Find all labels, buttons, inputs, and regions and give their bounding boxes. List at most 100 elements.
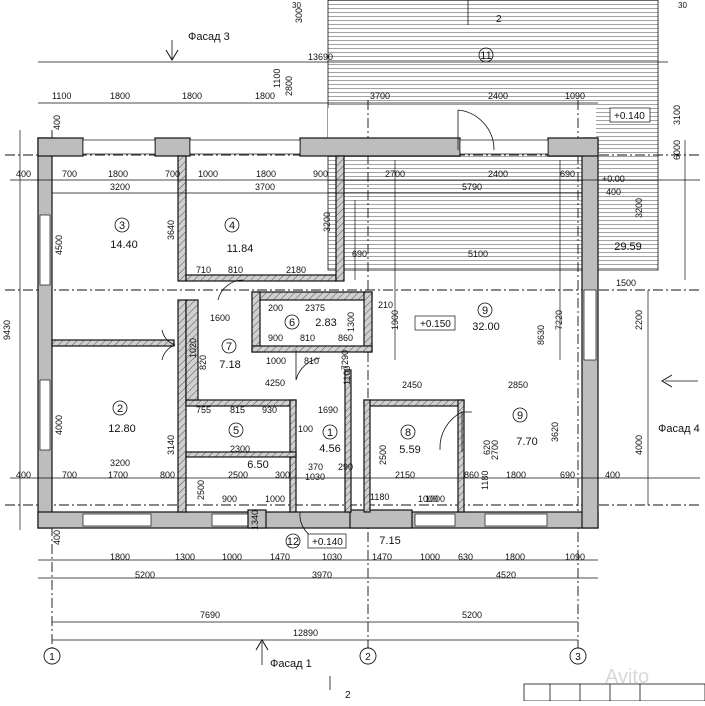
inner-dim: 1030: [305, 472, 325, 482]
inner-dim: 810: [304, 356, 319, 366]
room-3-number: 3: [119, 220, 125, 232]
inner-dim: 100: [298, 424, 313, 434]
dim-overall-bottom: 12890: [293, 628, 318, 638]
inner-dim: 755: [196, 405, 211, 415]
room-7-number: 7: [226, 341, 232, 353]
outer-walls: [37, 137, 599, 529]
doors: [161, 109, 495, 541]
inner-dim: 3640: [166, 220, 176, 240]
dim-bot2-4: 1470: [270, 552, 290, 562]
axis-1-label: 1: [49, 652, 55, 663]
level-ground: +0.00: [602, 174, 625, 184]
room-5-number: 5: [233, 425, 239, 437]
dim-right-2: 3200: [634, 198, 644, 218]
dim-top-row-3: 1800: [182, 91, 202, 101]
dim-bot1-3: 1700: [108, 470, 128, 480]
inner-dim: 2800: [284, 76, 294, 96]
dim-right-3: 2200: [634, 310, 644, 330]
room-6-area: 2.83: [315, 317, 336, 329]
dim-top-overall: 13690: [308, 52, 333, 62]
dim-top3-3: 5790: [462, 182, 482, 192]
inner-dim: 7220: [554, 310, 564, 330]
inner-dim: 8630: [536, 325, 546, 345]
dim-top2-10: 690: [560, 169, 575, 179]
room-labels: 3 14.40 4 11.84 9 32.00 6 2.83 7 7.18 2 …: [108, 47, 642, 549]
dim-top-row-5: 3700: [370, 91, 390, 101]
facade-top-label: Фасад 3: [188, 31, 230, 43]
dim-left-3: 4000: [54, 415, 64, 435]
dim-left-4: 400: [52, 530, 62, 545]
room-12-number: 12: [287, 536, 299, 548]
section-mark-bottom: 2: [345, 690, 351, 701]
interior-walls: [51, 155, 465, 513]
dim-top3-1: 3200: [110, 182, 130, 192]
room-1-area: 4.56: [319, 443, 340, 455]
dim-bot1-4: 800: [160, 470, 175, 480]
dim-right-4: 4000: [634, 435, 644, 455]
inner-dim: 1100: [272, 69, 282, 88]
room-8-area: 5.59: [399, 444, 420, 456]
dim-bot2-6: 1470: [372, 552, 392, 562]
watermark: Avito: [605, 666, 649, 688]
inner-dim: 3620: [550, 422, 560, 442]
dim-top2-2: 700: [62, 169, 77, 179]
inner-dim: 210: [378, 300, 393, 310]
inner-dim: 290: [338, 462, 353, 472]
room-10-area: 32.00: [472, 321, 500, 333]
dim-bot1-7: 2150: [395, 470, 415, 480]
dim-right-5: 1500: [616, 278, 636, 288]
dim-top2-3: 1800: [108, 169, 128, 179]
room-2-area: 12.80: [108, 423, 136, 435]
inner-dim: 860: [338, 333, 353, 343]
dim-top2-4: 700: [165, 169, 180, 179]
room-11-number: 11: [480, 50, 491, 62]
inner-dim: 1690: [318, 405, 338, 415]
room-4-number: 4: [229, 220, 235, 232]
inner-dim: 930: [262, 405, 277, 415]
dim-top2-9: 2400: [488, 169, 508, 179]
level-living: +0.150: [420, 319, 451, 330]
inner-dimension-texts: 3640 3200 2180 710 810 1600 200 2375 900…: [2, 8, 682, 530]
room-12-area: 7.15: [379, 535, 400, 547]
inner-dim: 370: [308, 462, 323, 472]
dim-top2-1: 400: [16, 169, 31, 179]
room-9-number: 9: [517, 410, 523, 422]
dim-bot3-4: 1090: [565, 552, 585, 562]
dim-bot2-3: 1000: [222, 552, 242, 562]
room-10-number: 9: [482, 305, 488, 317]
room-8-number: 8: [405, 427, 411, 439]
dim-bot3-3: 4520: [496, 570, 516, 580]
facade-right-label: Фасад 4: [658, 423, 700, 435]
dim-bot2-1: 1800: [110, 552, 130, 562]
inner-dim: 3200: [322, 212, 332, 232]
inner-dim: 2500: [228, 470, 248, 480]
inner-dim: 200: [268, 303, 283, 313]
inner-dim: 2500: [196, 480, 206, 500]
inner-dim: 620: [482, 440, 492, 455]
dimension-lines: [10, 61, 700, 641]
dim-top2-8: 2700: [385, 169, 405, 179]
room-7-area: 7.18: [219, 359, 240, 371]
inner-dim: 3140: [166, 435, 176, 455]
inner-dim: 900: [268, 333, 283, 343]
room-3-area: 14.40: [110, 239, 138, 251]
axis-2-label: 2: [365, 652, 371, 663]
room-5-area: 6.50: [247, 459, 268, 471]
dim-top-row-6: 2400: [488, 91, 508, 101]
dim-right-1: 6000: [672, 140, 682, 160]
inner-dim: 1100: [342, 366, 352, 385]
inner-dim: 1340: [250, 510, 260, 530]
axis-bubbles: 1 2 3: [43, 647, 587, 665]
inner-dim: 2850: [508, 380, 528, 390]
dim-left-2: 4500: [54, 235, 64, 255]
dim-bot2-7: 1000: [420, 552, 440, 562]
inner-dim: 2375: [305, 303, 325, 313]
terrace: [327, 0, 659, 271]
dim-bot3-2: 3970: [312, 570, 332, 580]
dim-bot3-1: 5200: [135, 570, 155, 580]
dim-top-row-1: 1100: [52, 91, 71, 101]
dim-top-row-4: 1800: [255, 91, 275, 101]
inner-dim: 810: [228, 265, 243, 275]
inner-dim: 5100: [468, 249, 488, 259]
